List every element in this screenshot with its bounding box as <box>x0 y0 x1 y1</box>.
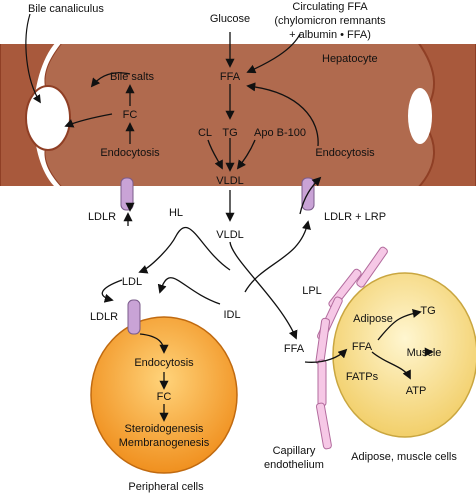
label-vldl-inside: VLDL <box>216 175 244 187</box>
label-ffa-hepatocyte: FFA <box>220 71 241 83</box>
label-capillary: Capillary <box>273 445 316 457</box>
label-glucose: Glucose <box>210 13 250 25</box>
label-steroidogenesis: Steroidogenesis <box>125 423 204 435</box>
label-cl: CL <box>198 127 212 139</box>
peripheral-cell <box>90 316 238 474</box>
label-endocytosis-peripheral: Endocytosis <box>134 357 194 369</box>
label-bile-canaliculus: Bile canaliculus <box>28 3 104 15</box>
label-capillary-endothelium: endothelium <box>264 459 324 471</box>
arrows <box>64 32 434 422</box>
label-peripheral-cells: Peripheral cells <box>128 481 204 493</box>
label-membranogenesis: Membranogenesis <box>119 437 210 449</box>
label-atp: ATP <box>406 385 427 397</box>
label-muscle: Muscle <box>407 347 442 359</box>
label-ffa-capillary: FFA <box>284 343 305 355</box>
label-ffa-adipose: FFA <box>352 341 373 353</box>
ldlr-receptor-left <box>120 177 134 211</box>
labels: Bile canaliculus Glucose Circulating FFA… <box>28 1 457 493</box>
label-ldlr-peripheral: LDLR <box>90 311 118 323</box>
capillary-endothelium <box>315 246 388 450</box>
label-circulating-ffa: Circulating FFA <box>292 1 368 13</box>
ldlr-receptor-peripheral <box>127 299 141 335</box>
label-adipose-muscle-cells: Adipose, muscle cells <box>351 451 457 463</box>
label-endocytosis-right: Endocytosis <box>315 147 375 159</box>
label-apo-b100: Apo B-100 <box>254 127 306 139</box>
label-endocytosis-left: Endocytosis <box>100 147 160 159</box>
label-adipose: Adipose <box>353 313 393 325</box>
hepatocyte-cell <box>0 41 476 189</box>
label-circulating-ffa-line3: + albumin • FFA) <box>289 29 371 41</box>
label-bile-salts: Bile salts <box>110 71 155 83</box>
bile-canaliculus-lumen <box>25 85 71 151</box>
label-idl: IDL <box>223 309 240 321</box>
label-ldl: LDL <box>122 276 142 288</box>
label-fatps: FATPs <box>346 371 379 383</box>
adipose-muscle-cell <box>332 272 476 438</box>
label-tg-hepatocyte: TG <box>222 127 237 139</box>
hepatocyte-band <box>0 38 476 192</box>
label-circulating-ffa-line2: (chylomicron remnants <box>274 15 386 27</box>
label-vldl-outside: VLDL <box>216 229 244 241</box>
label-fc-peripheral: FC <box>157 391 172 403</box>
right-intercellular-space <box>408 88 432 144</box>
label-hepatocyte: Hepatocyte <box>322 53 378 65</box>
label-fc-hepatocyte: FC <box>123 109 138 121</box>
bile-canaliculus-leader <box>25 13 41 104</box>
label-hl: HL <box>169 207 183 219</box>
label-ldlr-top: LDLR <box>88 211 116 223</box>
label-tg-adipose: TG <box>420 305 435 317</box>
label-lpl: LPL <box>302 285 322 297</box>
label-ldlr-lrp: LDLR + LRP <box>324 211 386 223</box>
